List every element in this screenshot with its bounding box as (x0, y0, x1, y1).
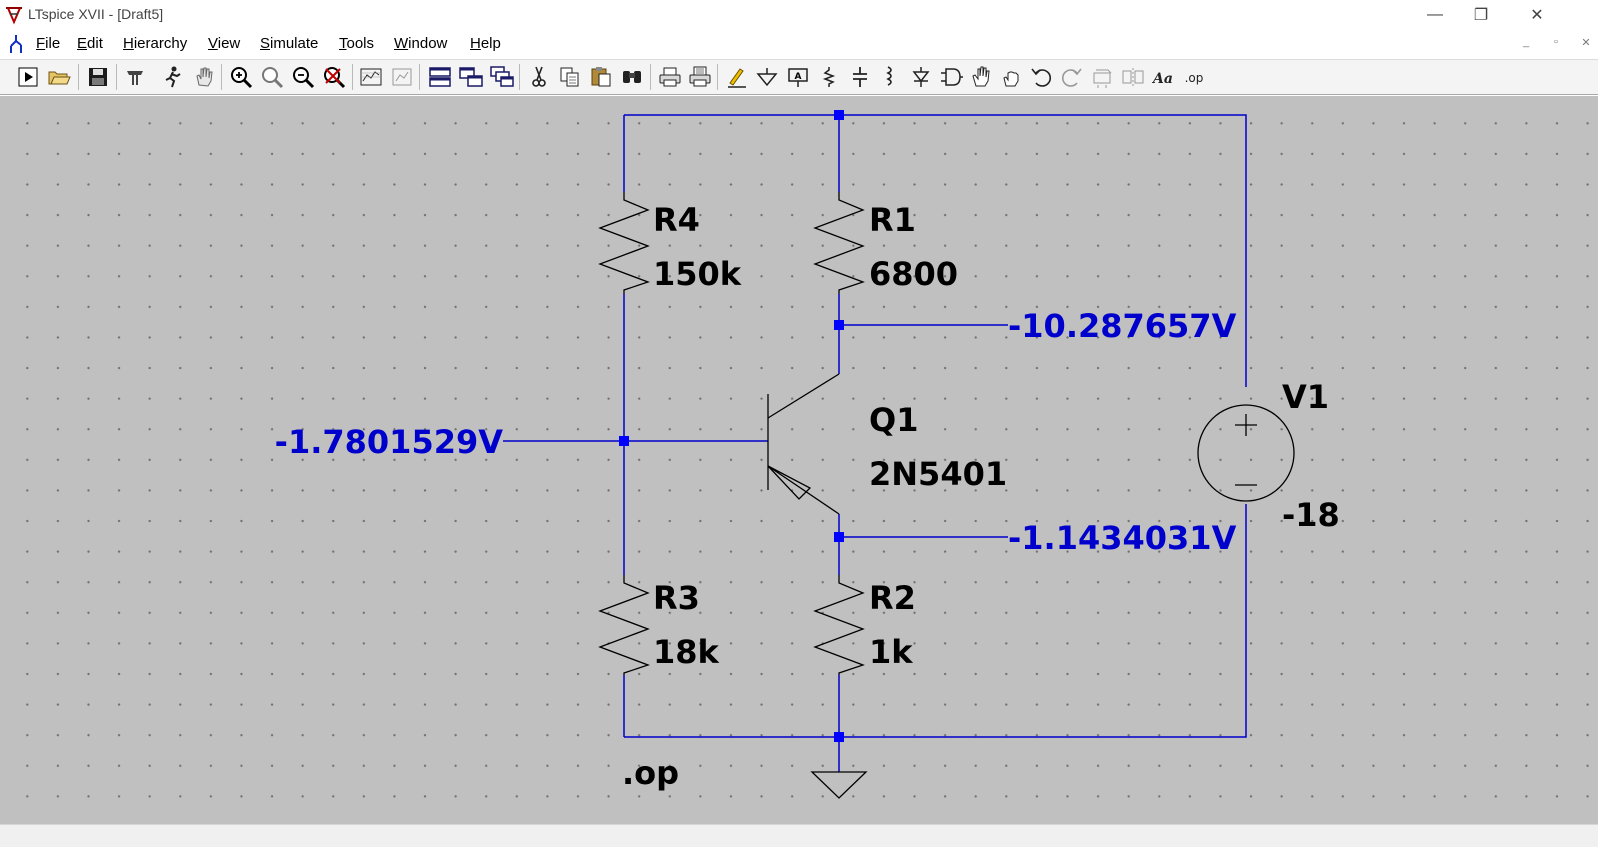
zoom-fit-icon[interactable] (258, 63, 286, 91)
schematic-drawing: R4 150k R1 6800 Q1 2N5401 R3 18k R2 1k V… (275, 110, 1340, 799)
print-setup-icon[interactable] (686, 63, 714, 91)
control-panel-icon[interactable] (121, 63, 149, 91)
q1-value[interactable]: 2N5401 (869, 455, 1007, 493)
zoom-out-icon[interactable] (289, 63, 317, 91)
mdi-minimize-button[interactable]: _ (1522, 36, 1530, 48)
run-icon[interactable] (14, 63, 42, 91)
document-icon[interactable] (6, 33, 26, 55)
menu-view[interactable]: View (208, 35, 241, 52)
v1-name[interactable]: V1 (1282, 378, 1329, 416)
status-bar (0, 824, 1598, 847)
zoom-cancel-icon[interactable] (320, 63, 348, 91)
r4-name[interactable]: R4 (653, 201, 700, 239)
find-icon[interactable] (618, 63, 646, 91)
q1-name[interactable]: Q1 (869, 401, 918, 439)
wire-bottom-rail[interactable] (624, 504, 1247, 738)
halt-icon[interactable] (158, 63, 186, 91)
menu-simulate[interactable]: Simulate (260, 35, 319, 52)
resistor-r4[interactable] (598, 192, 650, 294)
text-button-label: Aa (1151, 71, 1173, 87)
undo-icon[interactable] (1027, 63, 1055, 91)
pan-icon[interactable] (190, 63, 218, 91)
open-icon[interactable] (45, 63, 73, 91)
r2-value[interactable]: 1k (869, 633, 913, 671)
junction-emitter (834, 532, 844, 542)
capacitor-icon[interactable] (846, 63, 874, 91)
wire-icon[interactable] (722, 63, 750, 91)
menu-hierarchy[interactable]: Hierarchy (123, 35, 188, 52)
menu-edit[interactable]: Edit (77, 35, 103, 52)
junction-top (834, 110, 844, 120)
cascade-icon[interactable] (488, 63, 516, 91)
menu-window[interactable]: Window (394, 35, 448, 52)
mirror-icon[interactable] (1119, 63, 1147, 91)
resistor-icon[interactable] (815, 63, 843, 91)
junction-base (619, 436, 629, 446)
r3-value[interactable]: 18k (653, 633, 720, 671)
r1-name[interactable]: R1 (869, 201, 916, 239)
ltspice-logo-icon (6, 7, 22, 25)
menu-bar: File Edit Hierarchy View Simulate Tools … (0, 30, 1598, 58)
r1-value[interactable]: 6800 (869, 255, 958, 293)
tile-vertical-icon[interactable] (457, 63, 485, 91)
base-voltage-label: -1.7801529V (275, 423, 504, 461)
paste-icon[interactable] (587, 63, 615, 91)
spice-directive-text[interactable]: .op (622, 754, 679, 792)
move-icon[interactable] (967, 63, 995, 91)
window-title: LTspice XVII - [Draft5] (28, 6, 164, 22)
wire-top-rail[interactable] (624, 114, 1247, 387)
toolbar: A Aa .op (0, 59, 1598, 95)
ground-icon[interactable] (753, 63, 781, 91)
r3-name[interactable]: R3 (653, 579, 700, 617)
tile-horizontal-icon[interactable] (426, 63, 454, 91)
restore-button[interactable]: ❐ (1473, 7, 1489, 24)
v1-value[interactable]: -18 (1282, 496, 1340, 534)
junction-collector (834, 320, 844, 330)
minimize-button[interactable]: — (1427, 6, 1443, 23)
resistor-r2[interactable] (813, 575, 865, 675)
menu-tools[interactable]: Tools (339, 35, 375, 52)
inductor-icon[interactable] (876, 63, 904, 91)
emitter-voltage-label: -1.1434031V (1008, 519, 1237, 557)
r2-name[interactable]: R2 (869, 579, 916, 617)
spice-directive-icon[interactable]: .op (1180, 63, 1208, 91)
label-net-icon[interactable]: A (784, 63, 812, 91)
print-icon[interactable] (656, 63, 684, 91)
title-bar: LTspice XVII - [Draft5] — ❐ ✕ (0, 0, 1598, 30)
schematic-canvas[interactable]: R4 150k R1 6800 Q1 2N5401 R3 18k R2 1k V… (0, 96, 1598, 824)
transistor-q1[interactable] (767, 373, 840, 515)
cut-icon[interactable] (525, 63, 553, 91)
r4-value[interactable]: 150k (653, 255, 742, 293)
mdi-close-button[interactable]: ✕ (1581, 37, 1591, 49)
zoom-in-icon[interactable] (227, 63, 255, 91)
svg-text:A: A (795, 72, 802, 82)
menu-file[interactable]: File (36, 35, 61, 52)
drag-icon[interactable] (997, 63, 1025, 91)
junctions (619, 110, 844, 742)
diode-icon[interactable] (907, 63, 935, 91)
collector-voltage-label: -10.287657V (1008, 307, 1237, 345)
ground-symbol[interactable] (810, 771, 868, 799)
rotate-icon[interactable] (1089, 63, 1117, 91)
redo-icon[interactable] (1058, 63, 1086, 91)
text-icon[interactable]: Aa (1149, 63, 1177, 91)
menu-help[interactable]: Help (470, 35, 501, 52)
add-trace-icon[interactable] (388, 63, 416, 91)
resistor-r1[interactable] (813, 192, 865, 294)
junction-bottom (834, 732, 844, 742)
directive-button-label: .op (1185, 71, 1204, 85)
mdi-restore-button[interactable]: ▫ (1554, 36, 1558, 48)
close-button[interactable]: ✕ (1530, 7, 1544, 24)
autorange-icon[interactable] (357, 63, 385, 91)
save-icon[interactable] (84, 63, 112, 91)
resistor-r3[interactable] (598, 575, 650, 675)
voltage-source-v1[interactable] (1197, 404, 1295, 502)
wires (503, 114, 1247, 772)
copy-icon[interactable] (556, 63, 584, 91)
component-icon[interactable] (937, 63, 965, 91)
